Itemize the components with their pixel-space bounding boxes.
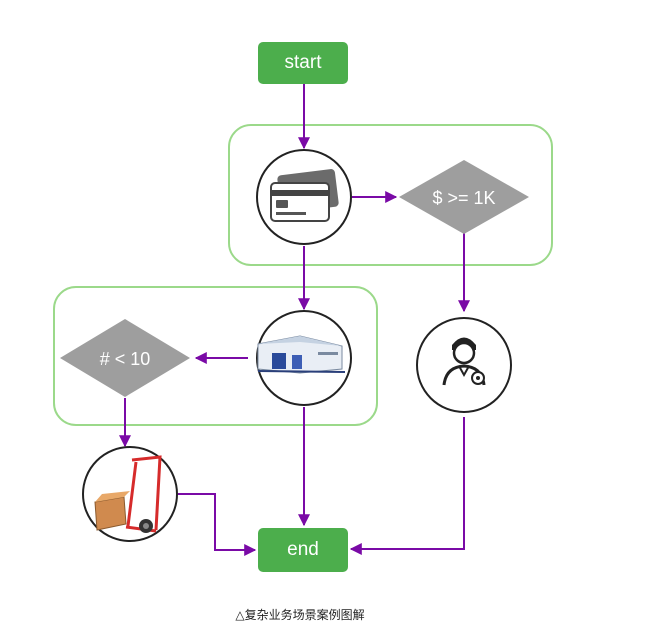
start-node: start xyxy=(258,42,348,84)
decision-amount-label: $ >= 1K xyxy=(432,188,495,208)
figure-caption: △复杂业务场景案例图解 xyxy=(235,608,365,622)
decision-count-label: # < 10 xyxy=(100,349,151,369)
end-label: end xyxy=(287,539,319,560)
warehouse-node xyxy=(256,310,352,406)
credit-card-node xyxy=(256,149,352,245)
arrow-handtruck-to-end xyxy=(178,493,257,556)
reviewer-node xyxy=(416,317,512,413)
end-node: end xyxy=(258,528,348,572)
handtruck-node xyxy=(82,446,178,542)
credit-card-icon xyxy=(270,169,339,222)
hand-truck-icon xyxy=(94,455,162,533)
arrow-reviewer-to-end xyxy=(349,417,465,555)
decision-count: # < 10 xyxy=(60,319,190,397)
group-payment xyxy=(228,124,553,266)
decision-amount: $ >= 1K xyxy=(399,160,529,234)
group-inventory xyxy=(53,286,378,426)
warehouse-icon xyxy=(257,335,346,374)
connectors xyxy=(119,84,470,556)
start-label: start xyxy=(284,52,322,73)
reviewer-icon xyxy=(442,337,486,386)
